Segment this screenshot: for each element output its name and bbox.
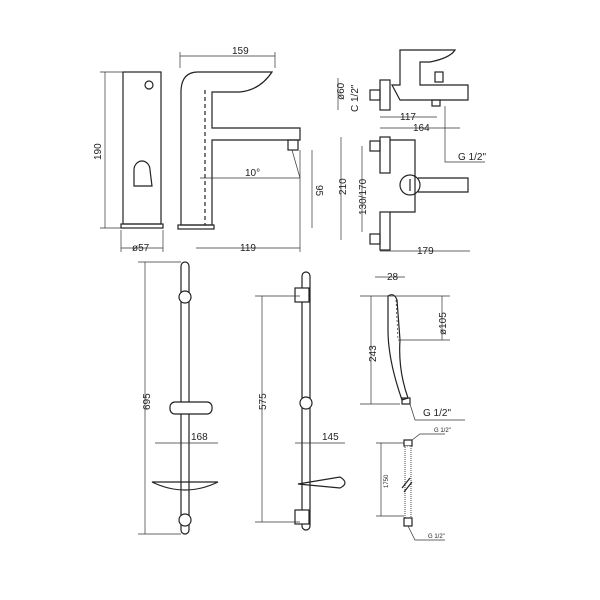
dim-117: 117 [400,112,416,123]
dim-base-diameter: ø57 [132,243,150,254]
dim-rail-length-695: 695 [142,393,153,410]
label-connector: G 1/2" [423,408,451,419]
dim-angle: 10° [245,168,260,179]
dim-head-diameter: ø105 [438,312,449,335]
dim-spout-height: 95 [313,185,324,197]
dim-centers: 130/170 [358,178,369,215]
dim-length: 159 [232,46,249,57]
dim-reach: 119 [240,243,256,254]
label-outlet: G 1/2" [458,152,486,163]
label-hose-top-thread: G 1/2" [434,428,451,434]
dim-164: 164 [413,123,430,134]
label-hose-bottom-thread: G 1/2" [428,534,445,540]
dim-width-179: 179 [417,246,434,257]
dim-rail-length-575: 575 [258,393,269,410]
rail-kit-with-soap-dish: 695 168 [138,261,219,535]
dim-holder-145: 145 [322,432,339,443]
dim-height: 190 [93,143,104,160]
dim-body-diameter: ø60 [336,82,347,100]
basin-mixer-side-view: 190 ø57 [93,71,164,254]
shower-hose: G 1/2" G 1/2" 1750 [376,428,451,541]
basin-mixer-front-view: 159 10° 95 119 [177,46,324,254]
dim-thickness-28: 28 [387,272,399,283]
bath-mixer-views: ø60 C 1/2" 117 164 G 1/2" 210 130/170 17… [336,49,486,257]
slide-rail: 575 145 [255,271,346,531]
dim-hose-length: 1750 [384,474,390,488]
label-inlet: C 1/2" [350,84,361,112]
hand-shower: 28 ø105 243 G 1/2" [360,272,465,421]
dim-dish-168: 168 [191,432,208,443]
dim-length-243: 243 [368,345,379,362]
dim-height-210: 210 [338,178,349,195]
